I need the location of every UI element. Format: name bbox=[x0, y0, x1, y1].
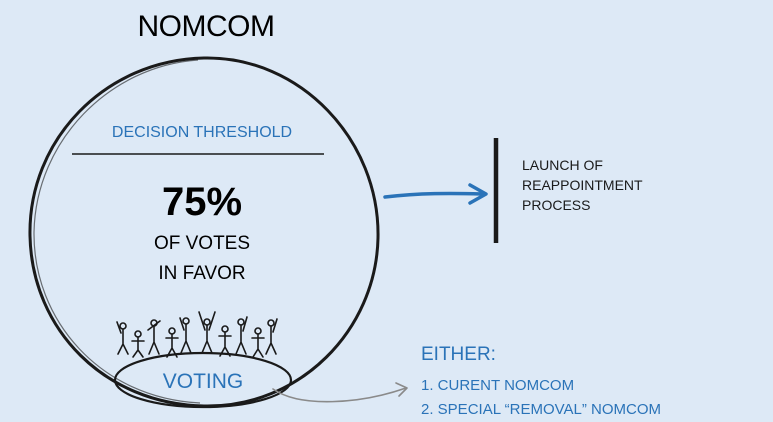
voting-ellipse bbox=[113, 351, 293, 409]
voters-crowd-icon bbox=[116, 311, 278, 358]
nomcom-circle-sketch-stroke bbox=[33, 59, 201, 404]
threshold-label: DECISION THRESHOLD bbox=[111, 124, 293, 141]
launch-line-1: LAUNCH OF bbox=[522, 157, 603, 173]
launch-line-2: REAPPOINTMENT bbox=[522, 177, 643, 193]
launch-line-3: PROCESS bbox=[522, 197, 591, 213]
launch-arrow-icon bbox=[383, 183, 488, 205]
votes-line-2: IN FAVOR bbox=[158, 263, 246, 284]
either-option-1: 1. CURENT NOMCOM bbox=[421, 377, 575, 394]
voting-label: VOTING bbox=[162, 370, 244, 393]
either-arrow-icon bbox=[272, 382, 408, 403]
threshold-value: 75% bbox=[161, 180, 243, 224]
either-option-2: 2. SPECIAL “REMOVAL” NOMCOM bbox=[421, 401, 662, 418]
launch-text: LAUNCH OF REAPPOINTMENT PROCESS bbox=[522, 155, 643, 215]
diagram-title: NOMCOM bbox=[137, 10, 275, 43]
votes-line-1: OF VOTES bbox=[153, 233, 251, 254]
either-title: EITHER: bbox=[421, 344, 496, 365]
